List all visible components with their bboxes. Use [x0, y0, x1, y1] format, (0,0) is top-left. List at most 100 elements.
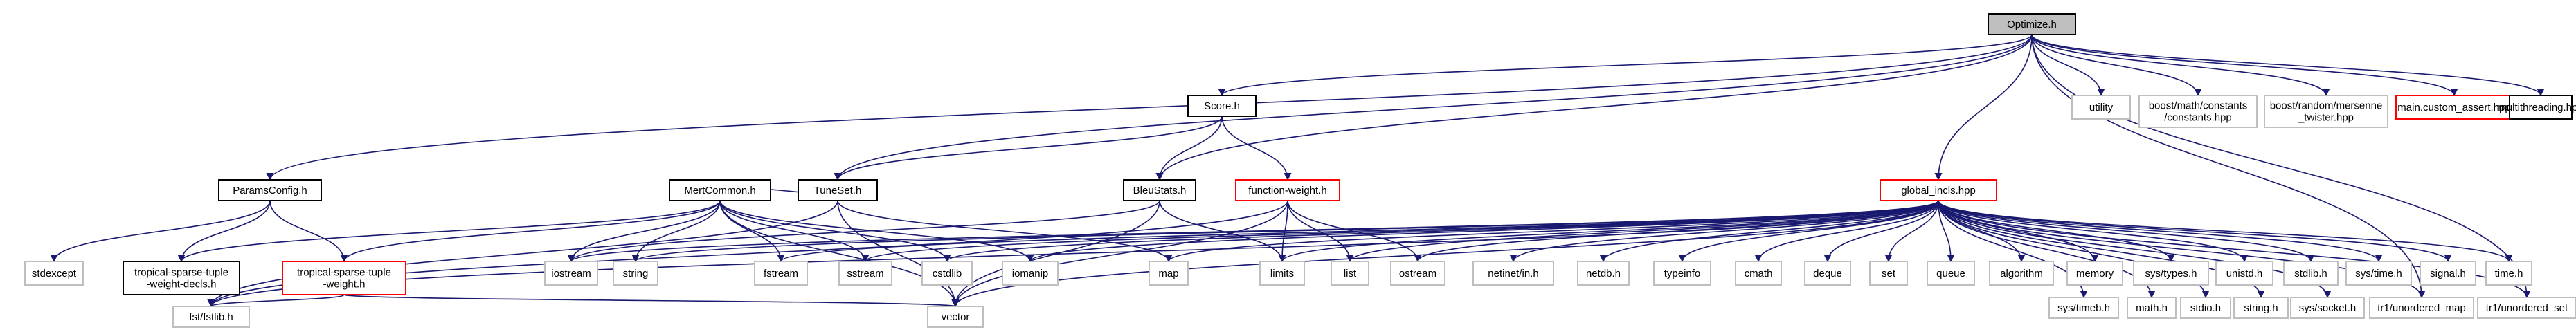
node-mertcommon-h[interactable]: MertCommon.h [669, 179, 771, 201]
node-stdio-h: stdio.h [2180, 297, 2231, 319]
node-stdexcept: stdexcept [24, 261, 84, 286]
node-ostream: ostream [1390, 261, 1445, 286]
node-label: unistd.h [2226, 268, 2263, 279]
edge-line [340, 200, 721, 263]
node-optimize-h[interactable]: Optimize.h [1988, 13, 2076, 35]
edge-line [1678, 200, 1939, 263]
node-label: memory [2076, 268, 2114, 279]
node-box [838, 261, 892, 286]
node-label: tr1/unordered_set [2486, 302, 2568, 314]
edge-line [719, 200, 870, 263]
node-label: ParamsConfig.h [233, 185, 307, 196]
node-label: queue [1936, 268, 1965, 279]
node-box [2233, 297, 2289, 319]
edge-global-incls-hpp-to-sstream [861, 200, 1939, 263]
edge-line [1159, 200, 1286, 263]
node-multithreading-hpp[interactable]: multithreading.hpp [2498, 95, 2576, 120]
node-netdb-h: netdb.h [1577, 261, 1630, 286]
node-box [2180, 297, 2231, 319]
edge-global-incls-hpp-to-limits [1278, 200, 1939, 263]
edge-global-incls-hpp-to-memory [1938, 200, 2099, 263]
edge-line [1599, 200, 1939, 263]
edge-line [1155, 116, 1223, 181]
edge-line [1155, 34, 2033, 181]
node-box [1577, 261, 1630, 286]
node-iomanip: iomanip [1002, 261, 1059, 286]
edge-line [1509, 200, 1939, 263]
node-label: stdexcept [32, 268, 77, 279]
edge-global-incls-hpp-to-queue [1938, 200, 1955, 263]
node-function-weight-h[interactable]: function-weight.h [1235, 179, 1340, 201]
node-global-incls-hpp[interactable]: global_incls.hpp [1880, 179, 1997, 201]
edge-function-weight-h-to-list [1287, 200, 1354, 263]
node-label: tropical-sparse-tuple [134, 267, 228, 279]
edge-tsw-h-to-fst-fstlib-h [207, 294, 345, 308]
node-box [1235, 179, 1340, 201]
node-label: list [1344, 268, 1357, 279]
node-box [2048, 297, 2119, 319]
edge-line [343, 294, 959, 308]
node-box [1988, 13, 2076, 35]
node-label: fstream [764, 268, 798, 279]
edge-global-incls-hpp-to-list [1346, 200, 1939, 263]
node-main-custom-assert[interactable]: main.custom_assert.hpp [2395, 95, 2513, 120]
edge-optimize-h-to-bleustats-h [1155, 34, 2033, 181]
edge-global-incls-hpp-to-time-h [1938, 200, 2513, 263]
edge-optimize-h-to-tuneset-h [834, 34, 2033, 181]
node-stdlib-h: stdlib.h [2283, 261, 2339, 286]
edge-line [2031, 34, 2458, 97]
node-label: string [623, 268, 649, 279]
node-tr1-unordered-set: tr1/unordered_set [2477, 297, 2576, 319]
edge-score-h-to-bleustats-h [1155, 116, 1223, 181]
node-box [2420, 261, 2476, 286]
node-box [2264, 95, 2388, 128]
edge-line [951, 200, 1288, 308]
node-tuneset-h[interactable]: TuneSet.h [798, 179, 878, 201]
edge-line [207, 294, 345, 308]
edge-line [1934, 34, 2033, 181]
edge-tuneset-h-to-map [837, 200, 1173, 263]
edge-global-incls-hpp-to-cmath [1754, 200, 1939, 263]
node-unistd-h: unistd.h [2215, 261, 2273, 286]
edge-score-h-to-function-weight-h [1221, 116, 1292, 181]
node-box [921, 261, 973, 286]
edge-paramsconfig-h-to-stdexcept [50, 200, 271, 263]
node-box [218, 179, 322, 201]
node-box [1880, 179, 1997, 201]
edge-optimize-h-to-tr1-unordered-map [2031, 34, 2426, 299]
node-label: cmath [1745, 268, 1773, 279]
node-score-h[interactable]: Score.h [1187, 95, 1257, 117]
node-box [2477, 297, 2576, 319]
edge-mertcommon-h-to-sstream [719, 200, 870, 263]
node-string-h: string.h [2233, 297, 2289, 319]
node-label: -weight.h [323, 279, 366, 290]
edge-optimize-h-to-utility [2031, 34, 2105, 97]
node-paramsconfig-h[interactable]: ParamsConfig.h [218, 179, 322, 201]
node-label: iostream [551, 268, 591, 279]
edge-paramsconfig-h-to-tsw-h [269, 200, 348, 263]
node-box [1390, 261, 1445, 286]
node-tsw-h[interactable]: tropical-sparse-tuple-weight.h [282, 261, 406, 295]
edge-global-incls-hpp-to-typeinfo [1678, 200, 1939, 263]
node-label: _twister.hpp [2298, 112, 2354, 124]
node-box [754, 261, 808, 286]
node-box [2138, 95, 2258, 128]
edge-line [207, 200, 1288, 308]
edge-line [567, 200, 1160, 263]
node-bleustats-h[interactable]: BleuStats.h [1123, 179, 1196, 201]
node-boost-random-mersenne: boost/random/mersenne_twister.hpp [2264, 95, 2388, 128]
node-signal-h: signal.h [2420, 261, 2476, 286]
node-label: map [1158, 268, 1178, 279]
node-set: set [1869, 261, 1908, 286]
node-label: iomanip [1012, 268, 1049, 279]
node-label: deque [1813, 268, 1842, 279]
edge-tsw-h-to-vector [343, 294, 959, 308]
edge-line [177, 200, 721, 263]
edge-global-incls-hpp-to-stdlib-h [1938, 200, 2315, 263]
edge-mertcommon-h-to-cstdlib [719, 200, 951, 263]
edge-line [2031, 34, 2105, 97]
node-tsw-decls-h[interactable]: tropical-sparse-tuple-weight-decls.h [123, 261, 240, 295]
node-label: sys/types.h [2145, 268, 2197, 279]
